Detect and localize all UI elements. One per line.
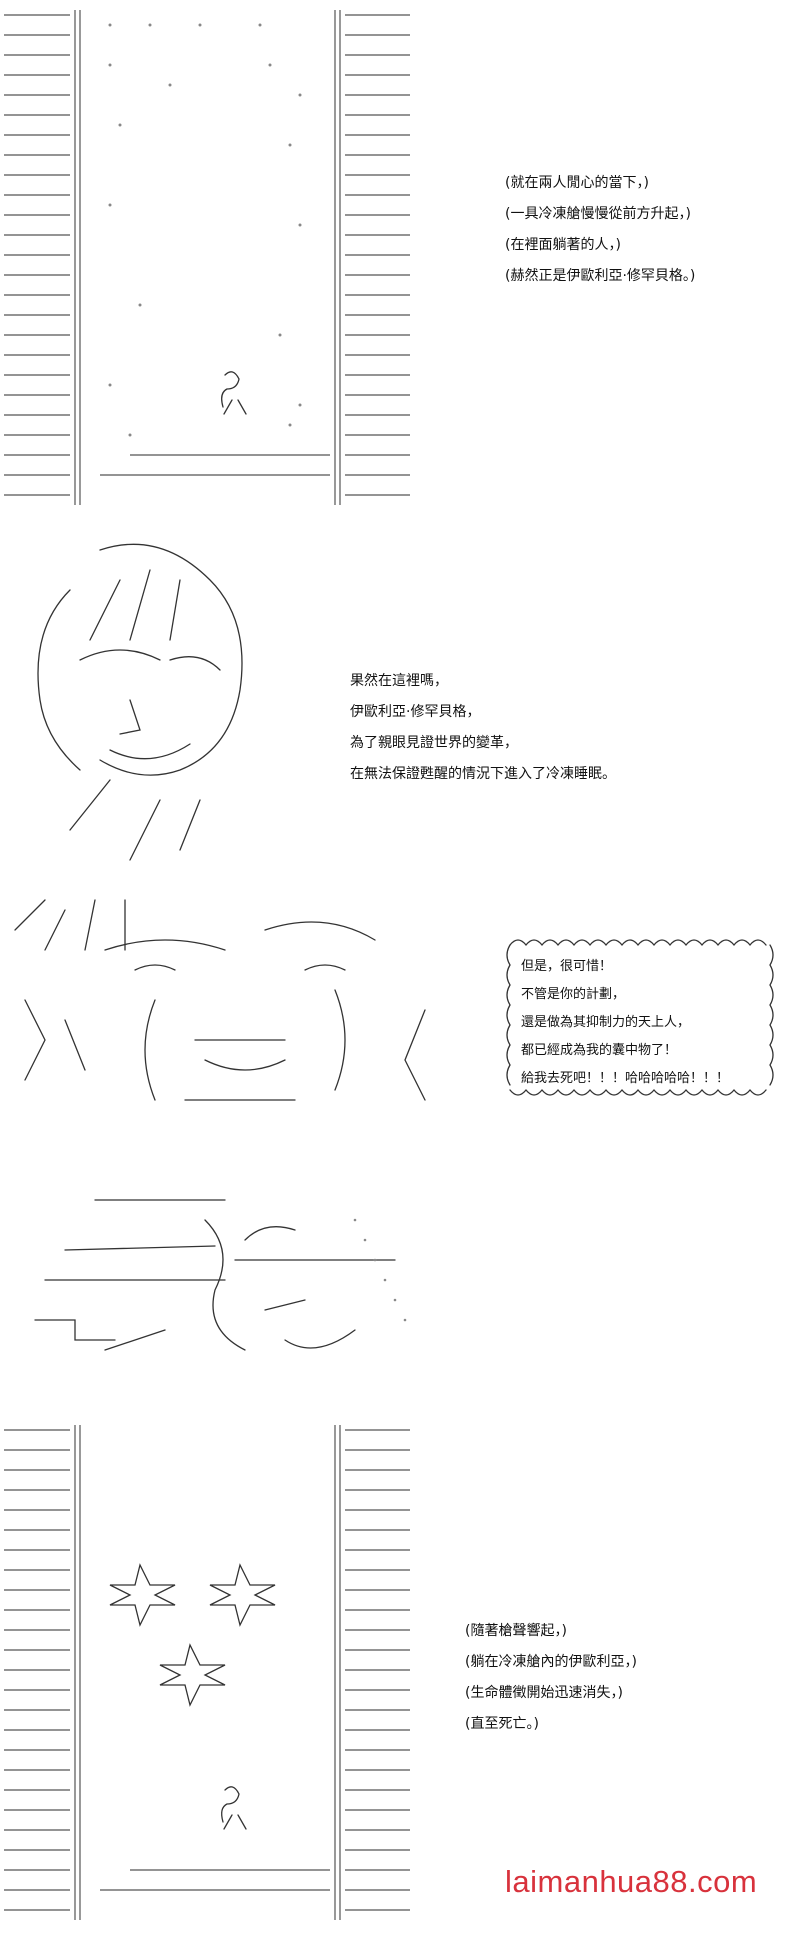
panel-gunshot [0,1150,800,1420]
narration-panel1: (就在兩人閒心的當下，) (一具冷凍艙慢慢從前方升起，) (在裡面躺著的人，) … [505,168,695,292]
speech-line: 還是做為其抑制力的天上人， [521,1015,691,1030]
narration-line: 在無法保證甦醒的情況下進入了冷凍睡眠。 [350,766,616,782]
speech-line: 不管是你的計劃， [521,987,626,1002]
pod-shot-ascii-art [4,1425,410,1920]
narration-panel5: (隨著槍聲響起，) (躺在冷凍艙內的伊歐利亞，) (生命體徵開始迅速消失，) (… [465,1616,637,1740]
panel-pod-death: (隨著槍聲響起，) (躺在冷凍艙內的伊歐利亞，) (生命體徵開始迅速消失，) (… [0,1420,800,1944]
character-ascii-art [37,543,243,861]
speech-line: 都已經成為我的囊中物了！ [521,1043,678,1058]
speech-line: 但是，很可惜！ [521,959,613,974]
narration-line: (就在兩人閒心的當下，) [505,175,649,191]
gunshot-ascii-art [34,1199,407,1351]
speech-text: 但是，很可惜！ 不管是你的計劃， 還是做為其抑制力的天上人， 都已經成為我的囊中… [521,953,729,1093]
narration-panel2: 果然在這裡嗎， 伊歐利亞·修罕貝格， 為了親眼見證世界的變革， 在無法保證甦醒的… [350,666,616,790]
panel-character-face: 果然在這裡嗎， 伊歐利亞·修罕貝格， 為了親眼見證世界的變革， 在無法保證甦醒的… [0,520,800,880]
speech-bubble: 但是，很可惜！ 不管是你的計劃， 還是做為其抑制力的天上人， 都已經成為我的囊中… [505,930,775,1105]
panel-cryo-pod: (就在兩人閒心的當下，) (一具冷凍艙慢慢從前方升起，) (在裡面躺著的人，) … [0,0,800,520]
narration-line: 為了親眼見證世界的變革， [350,735,518,751]
panel-villain-laugh: 但是，很可惜！ 不管是你的計劃， 還是做為其抑制力的天上人， 都已經成為我的囊中… [0,880,800,1150]
villain-ascii-art [14,899,426,1101]
narration-line: (躺在冷凍艙內的伊歐利亞，) [465,1654,637,1670]
narration-line: (在裡面躺著的人，) [505,237,621,253]
narration-line: (赫然正是伊歐利亞·修罕貝格。) [505,268,696,284]
narration-line: (直至死亡。) [465,1716,539,1732]
speech-bubble-frame [506,939,774,1096]
narration-line: 伊歐利亞·修罕貝格， [350,704,481,720]
watermark-text: laimanhua88.com [505,1864,758,1899]
speech-line: 給我去死吧！！！哈哈哈哈哈！！！ [521,1071,730,1086]
cryo-pod-ascii-art [4,10,410,505]
narration-line: (生命體徵開始迅速消失，) [465,1685,623,1701]
narration-line: 果然在這裡嗎， [350,673,448,689]
narration-line: (一具冷凍艙慢慢從前方升起，) [505,206,691,222]
narration-line: (隨著槍聲響起，) [465,1623,567,1639]
